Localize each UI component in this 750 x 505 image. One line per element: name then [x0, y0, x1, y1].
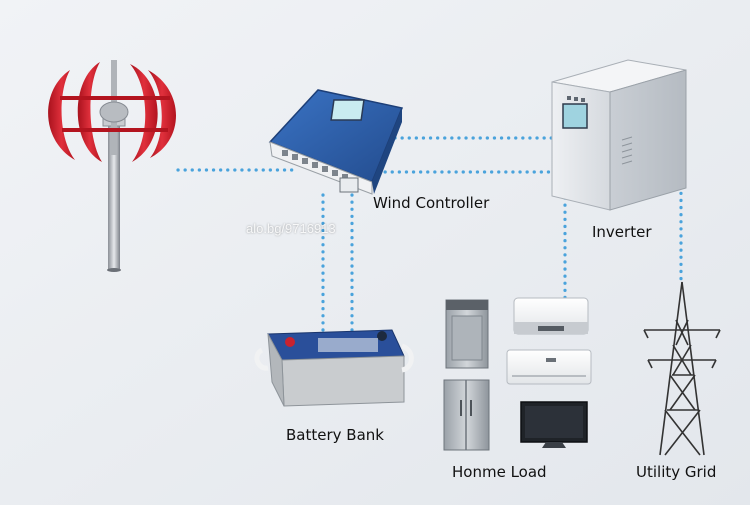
inverter-label: Inverter [592, 223, 652, 241]
wind-turbine-icon [48, 60, 177, 272]
air-conditioner-icon [506, 349, 592, 385]
wind-controller-icon [268, 89, 404, 195]
battery-icon [254, 329, 414, 407]
battery-bank-label: Battery Bank [286, 426, 384, 444]
utility-grid-label: Utility Grid [636, 463, 717, 481]
watermark: alo.bg/9716913 [246, 221, 336, 236]
washing-machine-icon [445, 299, 489, 369]
wind-controller-label: Wind Controller [373, 194, 490, 212]
connection-lines [176, 136, 683, 332]
inverter-icon [551, 59, 687, 211]
transmission-tower-icon [643, 281, 721, 456]
home-load-label: Honme Load [452, 463, 547, 481]
water-heater-icon [513, 297, 589, 335]
refrigerator-icon [443, 379, 490, 451]
television-icon [520, 401, 588, 448]
